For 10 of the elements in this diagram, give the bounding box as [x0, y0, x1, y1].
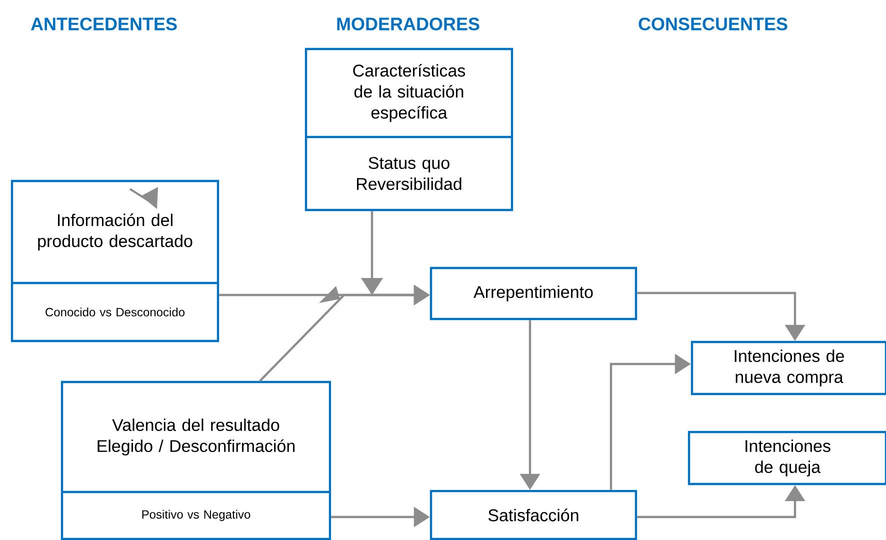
split-box: Características de la situación específica Status quo Reversibilidad	[304, 48, 514, 212]
process-box: Intenciones de queja	[688, 430, 886, 486]
column-heading: CONSECUENTES	[638, 18, 788, 30]
split-box: Información del producto descartado Conocido vs Desconocido	[10, 180, 220, 342]
process-box: Intenciones de nueva compra	[690, 340, 886, 396]
process-box: Satisfacción	[430, 490, 638, 540]
split-box: Valencia del resultado Elegido / Desconfirmación Positivo vs Negativo	[60, 380, 332, 540]
process-box: Arrepentimiento	[430, 266, 638, 320]
column-heading: MODERADORES	[337, 18, 480, 30]
column-heading: ANTECEDENTES	[30, 18, 177, 30]
